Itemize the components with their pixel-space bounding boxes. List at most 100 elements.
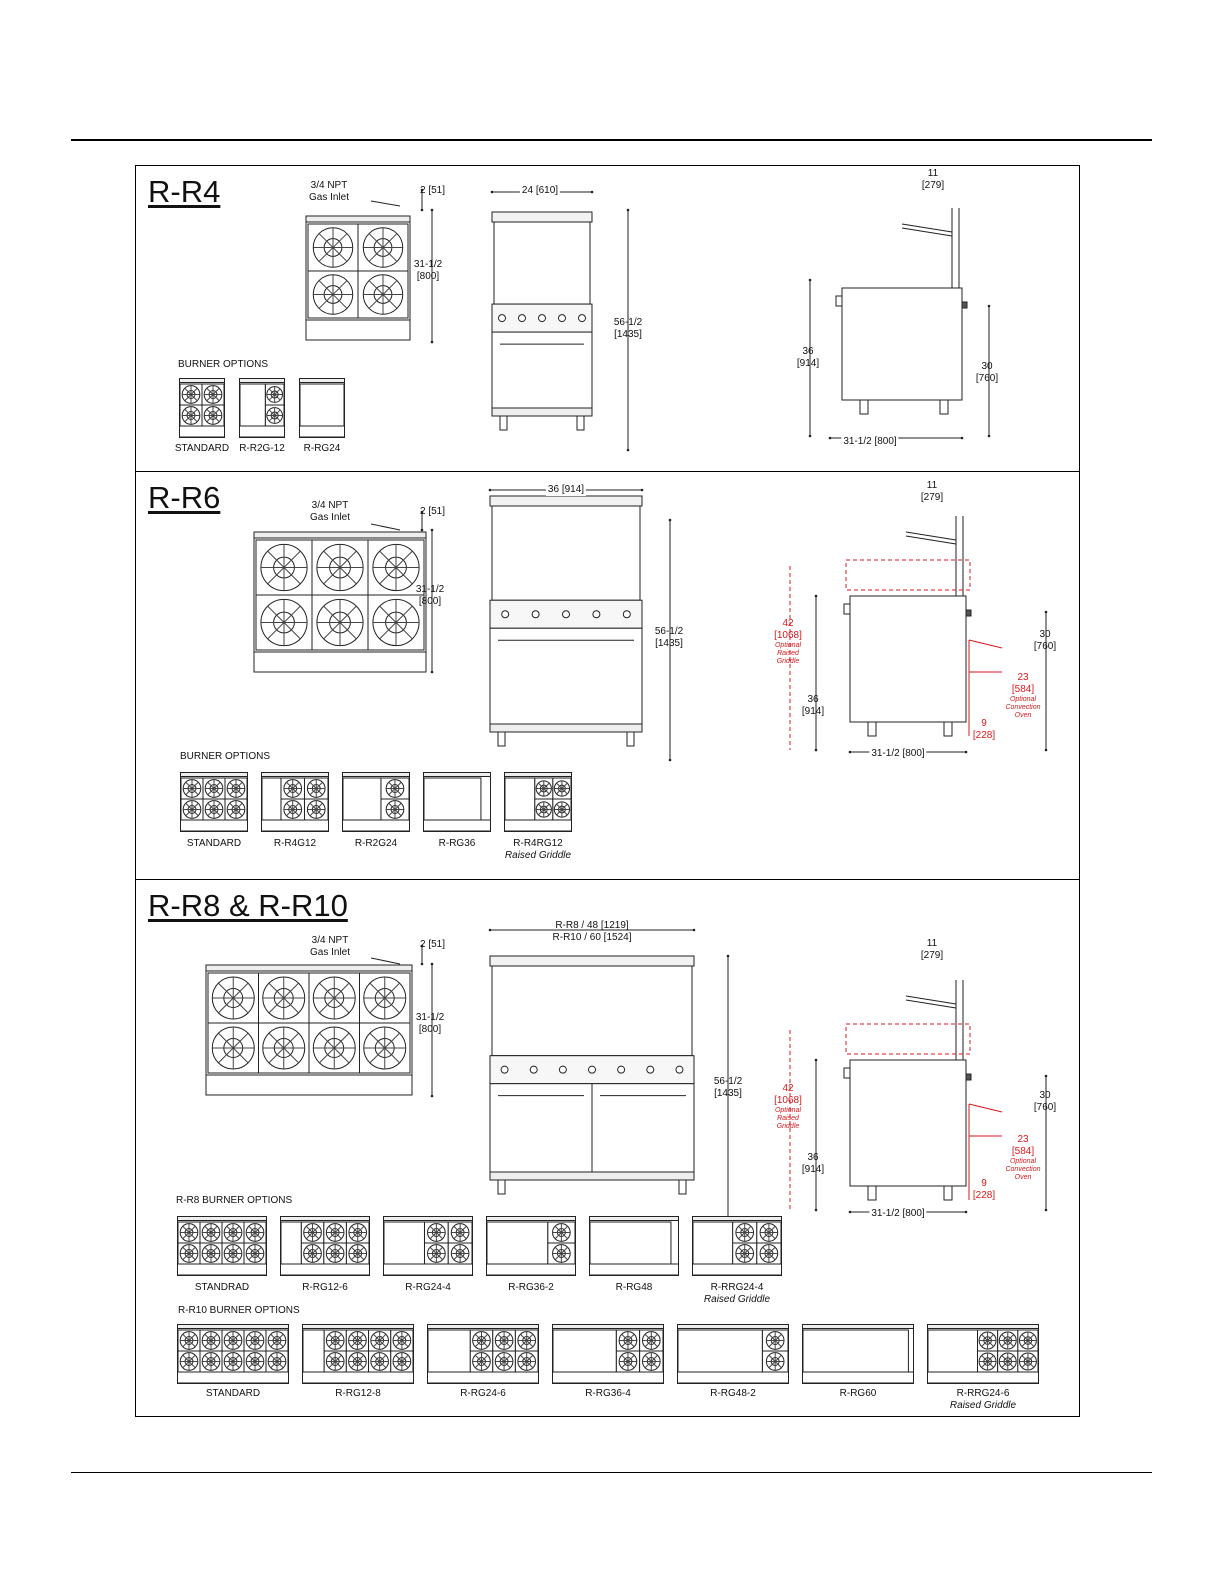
burner-option-label: STANDARD <box>186 838 242 849</box>
side-raised-griddle-label: 42 [1068] Optional Raised Griddle <box>774 618 802 665</box>
front-height-label: 56-1/2 [1435] <box>713 1076 743 1099</box>
burner-ring <box>182 800 202 819</box>
grate-bar <box>229 802 243 817</box>
burner-option-label: R-RRG24-6 <box>956 1388 1010 1399</box>
grate-bar <box>270 1333 284 1348</box>
grate-bar <box>1001 1355 1015 1368</box>
front-width-label: 24 [610] <box>519 185 561 197</box>
section-title: R-R6 <box>148 480 221 515</box>
option-front-rail <box>486 1263 576 1276</box>
grate-bar <box>556 782 568 795</box>
dimension-tick <box>430 962 434 966</box>
grate-bar <box>621 1354 635 1369</box>
top-view-drawing <box>205 928 1048 1220</box>
burner-option-label: R-R4G12 <box>273 838 317 849</box>
grate-bar <box>1021 1334 1035 1347</box>
option-front-rail <box>677 1371 789 1384</box>
side-leg-label: 9 [228] <box>972 718 996 741</box>
grate-bar <box>379 605 413 640</box>
burner-option-thumbnail <box>342 772 410 832</box>
depth-label: 31-1/2 [800] <box>413 259 443 282</box>
option-backsplash <box>692 1216 782 1221</box>
front-backguard-cap <box>489 955 695 967</box>
control-knob <box>529 1065 538 1074</box>
grate-bar <box>318 280 348 309</box>
grate-bar <box>395 1354 409 1369</box>
grate-bar <box>305 1246 320 1261</box>
side-height-label: 36 [914] <box>801 1152 825 1175</box>
side-shelf-label: 11 [279] <box>920 938 944 961</box>
control-knob <box>518 314 526 323</box>
grate-bar <box>204 1225 218 1240</box>
grate-bar <box>379 550 413 585</box>
range-backsplash <box>305 215 411 223</box>
dimension-tick <box>808 434 812 438</box>
control-knob <box>592 610 601 619</box>
control-knob <box>675 1065 684 1074</box>
grate-bar <box>207 802 221 817</box>
option-front-rail <box>280 1263 370 1276</box>
side-shelf <box>905 535 957 545</box>
side-shelf <box>901 227 953 237</box>
grate-bar <box>369 1032 400 1064</box>
grate-bar <box>328 1333 342 1348</box>
grate-bar <box>351 1225 365 1240</box>
option-front-rail <box>692 1263 782 1276</box>
control-knob <box>578 314 586 323</box>
gas-inlet-label: 3/4 NPT Gas Inlet <box>309 500 351 523</box>
burner-option-thumbnail <box>427 1324 539 1384</box>
front-leg <box>497 1179 506 1195</box>
side-height-label: 36 [914] <box>801 694 825 717</box>
dimension-tick <box>488 488 492 492</box>
burner-option-label: R-RG24 <box>303 443 341 454</box>
front-height-label: 56-1/2 [1435] <box>613 317 643 340</box>
control-knob <box>646 1065 655 1074</box>
burner-option-label: R-RG36-4 <box>585 1388 631 1399</box>
grate-bar <box>286 802 300 817</box>
grate-bar <box>556 803 568 816</box>
side-convection-oven-label: 23 [584] Optional Convection Oven <box>1005 672 1041 719</box>
option-front-rail <box>383 1263 473 1276</box>
option-backsplash <box>927 1324 1039 1329</box>
grate-bar <box>207 781 221 796</box>
option-backsplash <box>179 378 225 383</box>
oven-door <box>489 1083 593 1173</box>
side-height-label: 36 [914] <box>796 346 820 369</box>
side-body <box>849 1059 967 1187</box>
option-front-rail <box>927 1371 1039 1384</box>
grate-bar <box>185 781 199 796</box>
option-backsplash <box>302 1324 414 1329</box>
burner-option-thumbnail <box>302 1324 414 1384</box>
gas-inlet-label: 3/4 NPT Gas Inlet <box>308 180 350 203</box>
option-backsplash <box>423 772 491 777</box>
side-inlet-height-label: 30 [760] <box>1033 1090 1057 1113</box>
control-knob <box>588 1065 596 1074</box>
dimension-tick <box>420 510 424 514</box>
griddle-plate <box>552 1329 617 1373</box>
grate-bar <box>226 1246 240 1261</box>
grate-bar <box>218 982 249 1014</box>
dimension-tick <box>420 188 424 192</box>
burner-option-label: R-RG60 <box>839 1388 877 1399</box>
top-depth-label: 2 [51] <box>420 506 446 517</box>
burner-option-drawing <box>383 1216 473 1276</box>
grate-bar <box>218 1032 249 1064</box>
grate-bar <box>204 1354 218 1369</box>
option-backsplash <box>383 1216 473 1221</box>
grate-bar <box>474 1354 489 1369</box>
range-front-rail <box>253 651 427 673</box>
dimension-tick <box>420 528 424 532</box>
dimension-tick <box>808 278 812 282</box>
dimension-tick <box>987 434 991 438</box>
burner-ring <box>226 800 246 819</box>
griddle-plate <box>302 1329 325 1373</box>
grate-bar <box>621 1333 635 1348</box>
grate-bar <box>395 1333 409 1348</box>
front-leg <box>497 731 506 747</box>
burner-option-drawing <box>589 1216 679 1276</box>
burner-option-drawing <box>177 1216 267 1276</box>
griddle-plate <box>423 777 482 821</box>
control-knob <box>617 1065 626 1074</box>
header-rule <box>71 139 1152 141</box>
option-backsplash <box>504 772 572 777</box>
